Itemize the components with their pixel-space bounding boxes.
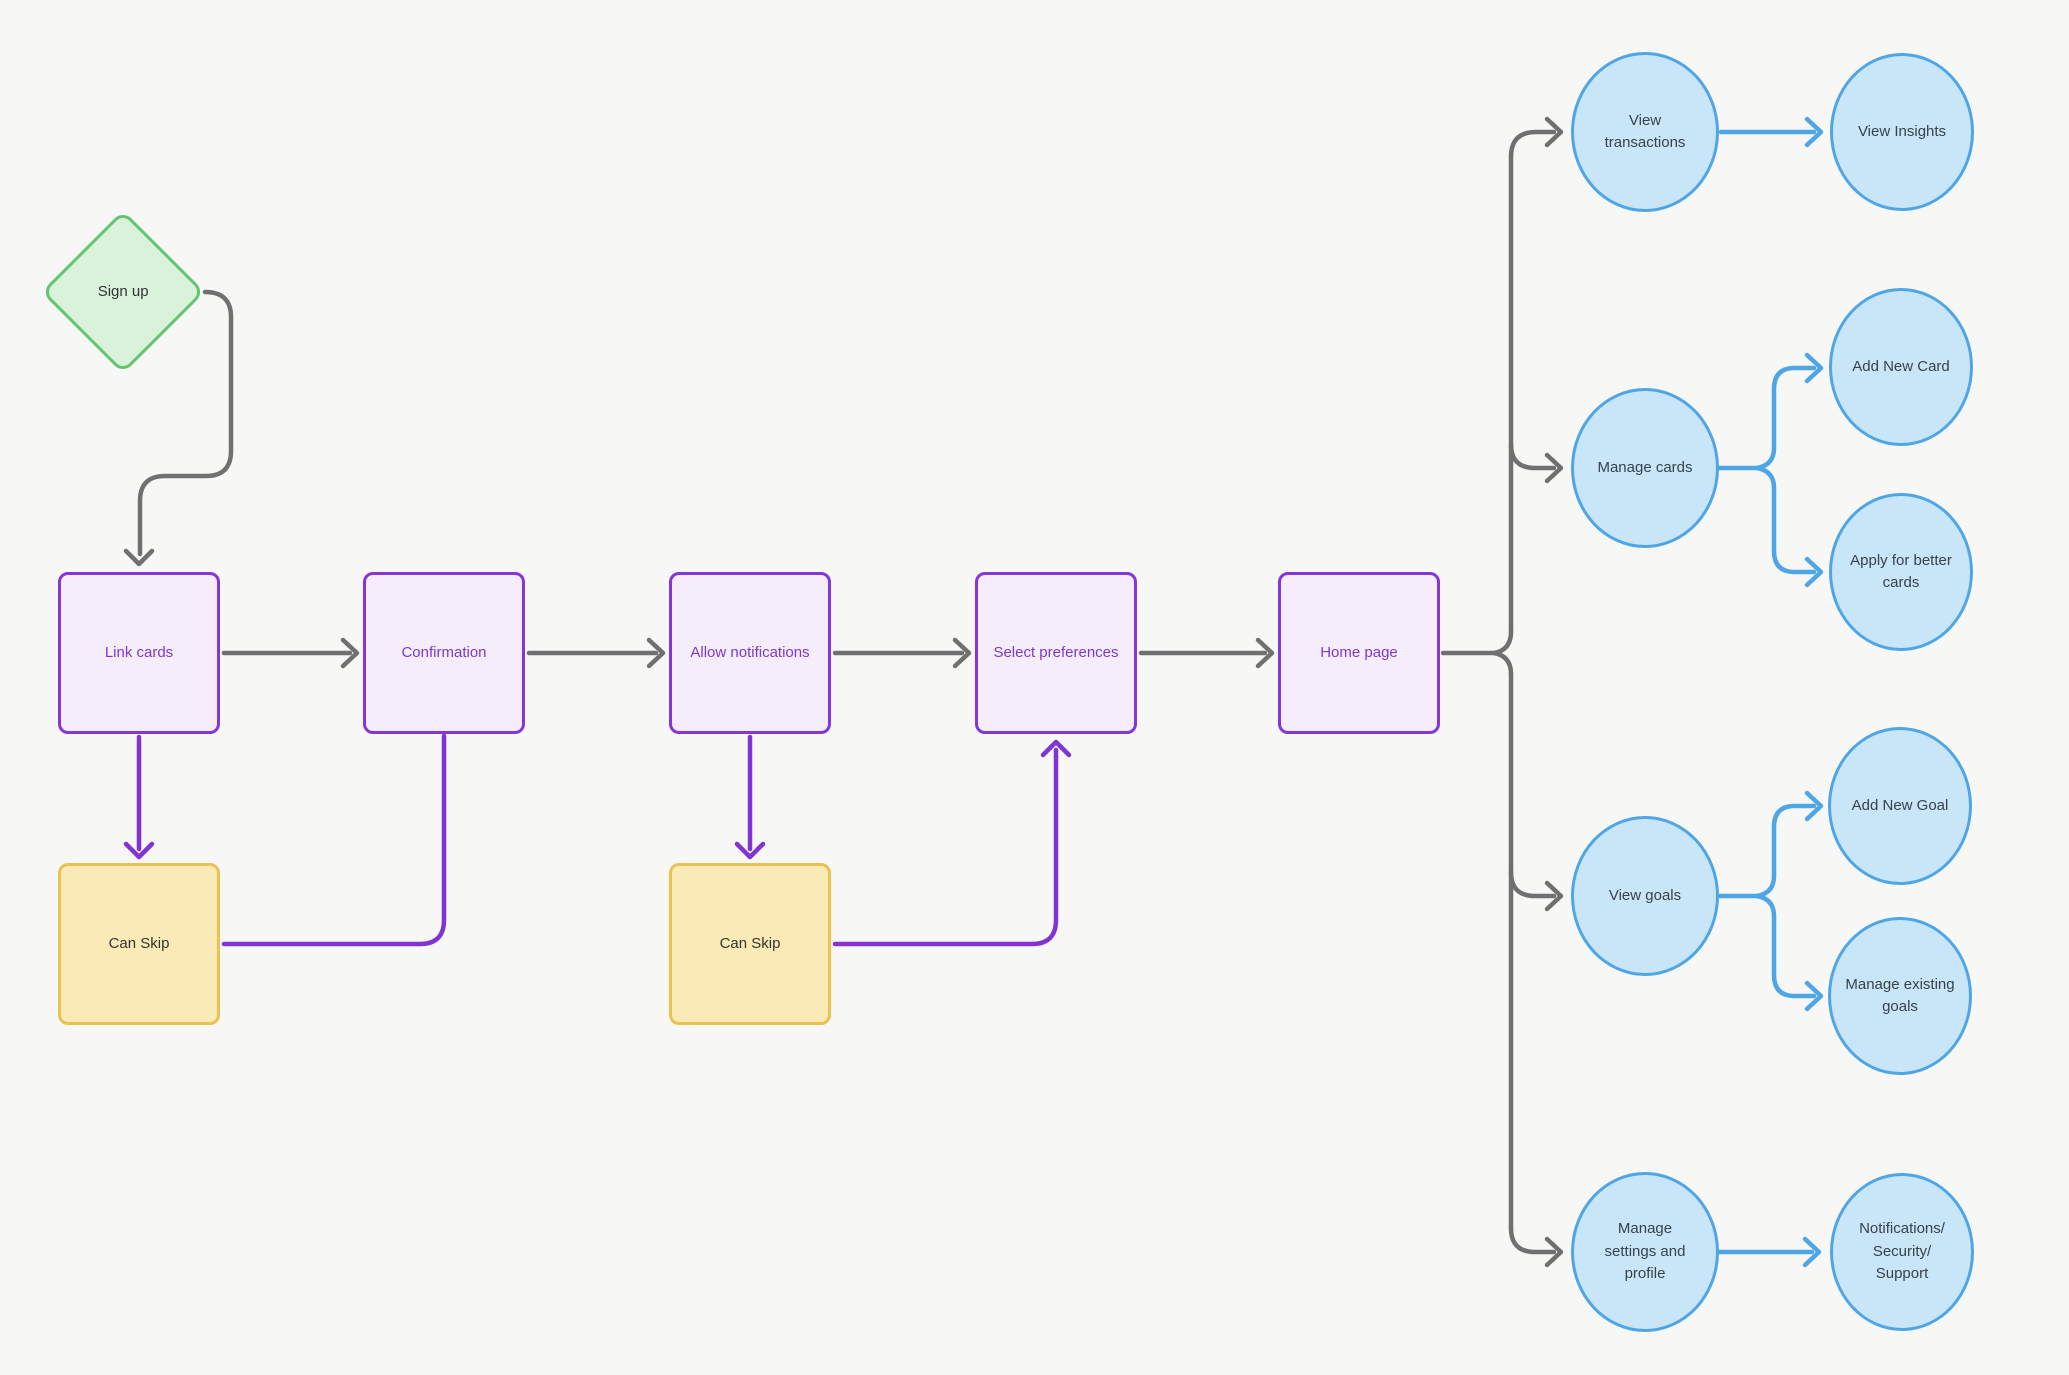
node-add-new-goal[interactable]: Add New Goal — [1828, 727, 1972, 885]
node-label: Manage cards — [1597, 458, 1693, 476]
node-label: Allow notifications — [690, 643, 810, 661]
edge-can-skip-1-to-confirmation[interactable] — [221, 733, 447, 947]
arrowhead-down-icon — [734, 841, 766, 860]
edge-trunk-to-view-transactions[interactable] — [1508, 116, 1564, 160]
node-label: Notifications/ Security/ Support — [1859, 1220, 1945, 1283]
edge-view-goals-fork[interactable] — [1716, 790, 1824, 1012]
node-label: Manage existing goals — [1845, 975, 1955, 1016]
edge-view-transactions-to-view-insights[interactable] — [1718, 116, 1824, 148]
node-label: Add New Card — [1852, 357, 1950, 375]
node-label: Can Skip — [108, 934, 170, 952]
node-notifications-security-support[interactable]: Notifications/ Security/ Support — [1830, 1173, 1974, 1331]
edge-manage-settings-to-notifications[interactable] — [1716, 1236, 1822, 1268]
node-apply-for-better-cards[interactable]: Apply for better cards — [1829, 493, 1973, 651]
edge-link-cards-to-can-skip-1[interactable] — [123, 734, 155, 860]
node-view-transactions[interactable]: View transactions — [1571, 52, 1719, 212]
node-label: Add New Goal — [1851, 796, 1949, 814]
node-can-skip-1[interactable]: Can Skip — [58, 863, 220, 1025]
node-manage-existing-goals[interactable]: Manage existing goals — [1828, 917, 1972, 1075]
edge-trunk-to-view-goals[interactable] — [1508, 869, 1564, 912]
arrowhead-down-icon — [123, 841, 155, 860]
arrowhead-right-icon — [646, 637, 666, 669]
node-label: View Insights — [1857, 122, 1947, 140]
edge-confirmation-to-allow-notifications[interactable] — [526, 637, 666, 669]
node-manage-cards[interactable]: Manage cards — [1571, 388, 1719, 548]
arrowhead-right-icon — [340, 637, 360, 669]
node-label: Apply for better cards — [1850, 551, 1952, 592]
arrowhead-right-icon — [1804, 980, 1824, 1012]
arrowhead-right-icon — [1804, 352, 1824, 384]
edge-select-preferences-to-home-page[interactable] — [1138, 637, 1275, 669]
edge-manage-cards-fork[interactable] — [1716, 352, 1824, 588]
node-label: Home page — [1320, 643, 1398, 661]
node-label: View transactions — [1604, 111, 1686, 152]
node-label: Manage settings and profile — [1604, 1220, 1686, 1283]
node-select-preferences[interactable]: Select preferences — [975, 572, 1137, 734]
node-link-cards[interactable]: Link cards — [58, 572, 220, 734]
node-allow-notifications[interactable]: Allow notifications — [669, 572, 831, 734]
node-manage-settings-and-profile[interactable]: Manage settings and profile — [1571, 1172, 1719, 1332]
node-label: Sign up — [97, 282, 149, 300]
arrowhead-right-icon — [1544, 1236, 1564, 1268]
arrowhead-right-icon — [1544, 452, 1564, 484]
node-add-new-card[interactable]: Add New Card — [1829, 288, 1973, 446]
node-view-goals[interactable]: View goals — [1571, 816, 1719, 976]
node-confirmation[interactable]: Confirmation — [363, 572, 525, 734]
arrowhead-right-icon — [1804, 556, 1824, 588]
arrowhead-right-icon — [1544, 116, 1564, 148]
node-label: Link cards — [104, 643, 174, 661]
edge-allow-notifications-to-select-preferences[interactable] — [832, 637, 972, 669]
edge-trunk-to-manage-cards[interactable] — [1508, 441, 1564, 484]
node-label: Confirmation — [401, 643, 487, 661]
node-label: Can Skip — [719, 934, 781, 952]
edge-sign-up-to-link-cards[interactable] — [123, 289, 234, 567]
edge-link-cards-to-confirmation[interactable] — [221, 637, 360, 669]
node-label: Select preferences — [993, 643, 1119, 661]
node-label: View goals — [1608, 886, 1682, 904]
arrowhead-right-icon — [1804, 116, 1824, 148]
edge-allow-notifications-to-can-skip-2[interactable] — [734, 734, 766, 860]
node-can-skip-2[interactable]: Can Skip — [669, 863, 831, 1025]
arrowhead-up-icon — [1040, 739, 1072, 758]
arrowhead-right-icon — [1804, 790, 1824, 822]
arrowhead-right-icon — [1802, 1236, 1822, 1268]
node-view-insights[interactable]: View Insights — [1830, 53, 1974, 211]
arrowhead-right-icon — [1255, 637, 1275, 669]
arrowhead-right-icon — [952, 637, 972, 669]
node-home-page[interactable]: Home page — [1278, 572, 1440, 734]
arrowhead-right-icon — [1544, 880, 1564, 912]
edge-can-skip-2-to-select-preferences[interactable] — [832, 739, 1072, 947]
edge-trunk-to-manage-settings[interactable] — [1508, 1225, 1564, 1268]
edge-home-page-trunk[interactable] — [1440, 154, 1514, 1231]
arrowhead-down-icon — [123, 548, 155, 567]
